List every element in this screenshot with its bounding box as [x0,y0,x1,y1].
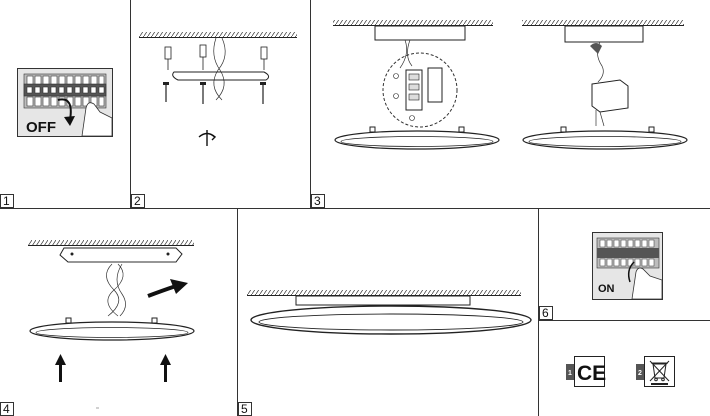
up-arrow-icon [627,261,635,283]
step-number-6: 6 [539,306,553,320]
step-number-4: 4 [0,402,14,416]
svg-text:2: 2 [638,370,642,377]
step-5-mounted-lamp [247,290,532,335]
hand-icon [81,102,113,137]
step-number-3: 3 [311,194,325,208]
step-2-mount-plate [139,32,297,146]
hand-icon [631,267,663,300]
screwdriver-icon [198,130,217,146]
svg-text:1: 1 [568,370,572,377]
up-arrow-icon [55,354,171,382]
svg-text:3: 3 [314,194,321,208]
ce-mark: 1 CE [566,356,606,387]
svg-text:4: 4 [3,402,10,416]
weee-crossed-bin-icon [649,360,670,382]
step-number-5: 5 [238,402,252,416]
svg-text:1: 1 [3,194,10,208]
wall-plug-icon [164,44,268,60]
ce-mark-icon: CE [577,362,606,385]
step-3-wiring [333,20,688,150]
step-6-breaker-on: ON [592,232,663,300]
step-number-2: 2 [131,194,145,208]
down-arrow-icon [57,98,72,121]
curved-arrow-icon [147,284,177,298]
breaker-row [23,73,107,109]
svg-text:6: 6 [542,306,549,320]
step-4-attach-lamp [28,240,195,409]
screw-icon [165,84,264,104]
svg-text:5: 5 [241,402,248,416]
step-1-breaker-off: OFF [17,68,113,137]
svg-text:ON: ON [598,283,615,295]
svg-text:OFF: OFF [26,119,56,136]
step-number-1: 1 [0,194,14,208]
svg-text:2: 2 [134,194,141,208]
weee-mark: 2 [636,356,675,387]
